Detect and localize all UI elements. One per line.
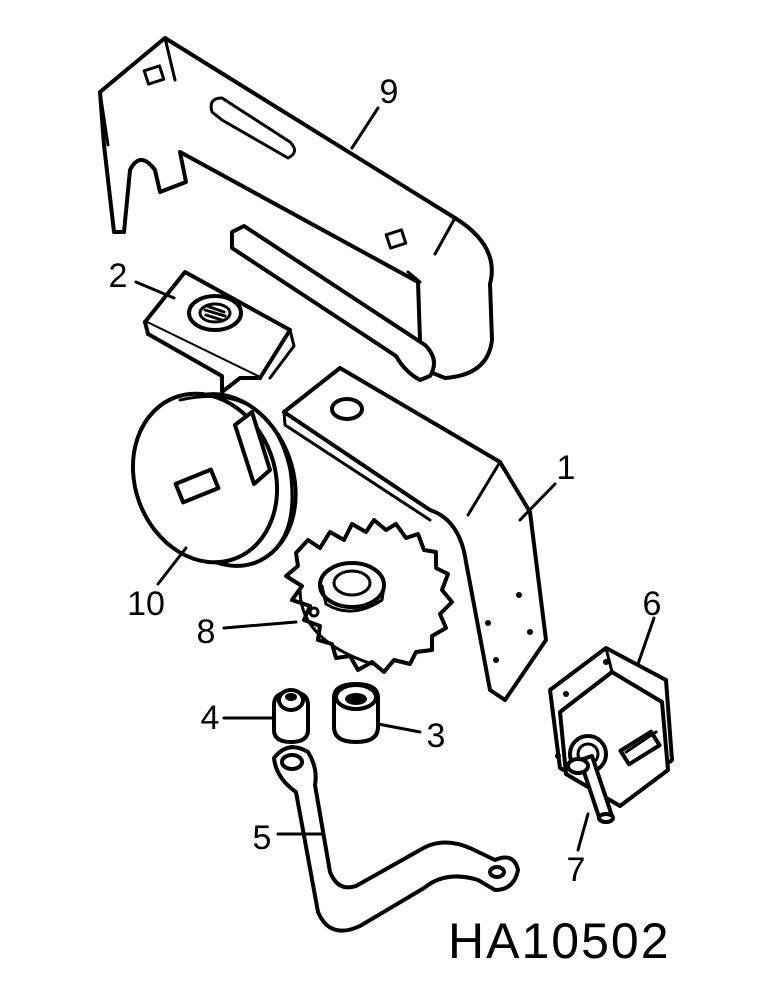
callout-4: 4	[200, 699, 220, 737]
leader-2	[134, 280, 176, 300]
callout-2: 2	[108, 257, 128, 295]
part-5-strap	[272, 745, 520, 933]
callout-7: 7	[566, 851, 586, 889]
leader-1	[518, 482, 557, 522]
callout-9: 9	[379, 73, 399, 111]
callout-1: 1	[556, 449, 576, 487]
part-2-nut-plate	[143, 270, 296, 394]
part-1-mounting-bracket	[282, 366, 548, 702]
callout-3: 3	[426, 717, 446, 755]
drawing-id: HA10502	[448, 913, 671, 969]
part-4-bushing	[272, 688, 310, 744]
leader-8	[222, 620, 298, 630]
part-9-bracket	[98, 36, 494, 382]
part-8-sprocket	[284, 518, 454, 674]
leader-7	[576, 812, 590, 852]
callout-5: 5	[252, 819, 272, 857]
callout-8: 8	[196, 613, 216, 651]
callout-10: 10	[127, 585, 165, 623]
leader-10	[156, 546, 188, 586]
part-10-pulley	[130, 391, 298, 568]
leader-lines	[134, 106, 656, 852]
part-7-shaft	[566, 754, 615, 824]
callout-6: 6	[642, 585, 662, 623]
leader-6	[636, 616, 656, 666]
part-6-motor	[548, 646, 674, 808]
part-3-sleeve	[332, 682, 380, 744]
leader-9	[350, 106, 380, 150]
leader-3	[376, 722, 422, 734]
